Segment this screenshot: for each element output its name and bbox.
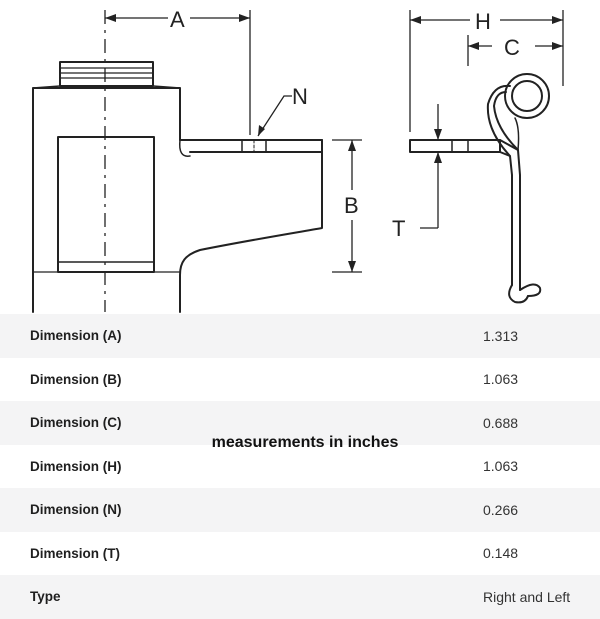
table-row: Dimension (A) 1.313: [0, 314, 600, 358]
row-label: Dimension (C): [30, 415, 122, 431]
dim-letter-n: N: [292, 84, 308, 109]
row-label: Dimension (A): [30, 328, 122, 344]
side-view: [409, 73, 550, 304]
row-value: 0.148: [483, 545, 519, 562]
table-row: Dimension (B) 1.063: [0, 358, 600, 402]
row-label: Dimension (B): [30, 371, 122, 387]
row-value: 1.063: [483, 371, 519, 388]
row-label: Type: [30, 589, 61, 605]
lug-top-cap: [59, 61, 154, 87]
lug-window: [57, 136, 155, 273]
dim-letter-a: A: [170, 7, 185, 32]
dim-letter-b: B: [344, 193, 359, 218]
row-value: Right and Left: [483, 588, 571, 605]
row-label: Dimension (T): [30, 545, 120, 561]
row-value: 0.266: [483, 501, 519, 518]
specification-table: Dimension (A) 1.313 Dimension (B) 1.063 …: [0, 314, 600, 619]
row-label: Dimension (H): [30, 458, 122, 474]
table-row: Type Right and Left: [0, 575, 600, 619]
table-row: Dimension (N) 0.266: [0, 488, 600, 532]
table-row: Dimension (H) 1.063: [0, 445, 600, 489]
row-value: 0.688: [483, 414, 519, 431]
lug-body-outline: [32, 87, 323, 313]
row-label: Dimension (N): [30, 502, 122, 518]
dim-letter-t: T: [392, 216, 405, 241]
dim-letter-h: H: [475, 9, 491, 34]
row-value: 1.063: [483, 458, 519, 475]
technical-drawing: A N B H C T: [32, 7, 564, 313]
bracket-diagram: A N B H C T: [32, 7, 564, 313]
dim-letter-c: C: [504, 35, 520, 60]
table-row: Dimension (T) 0.148: [0, 532, 600, 576]
table-row: Dimension (C) 0.688: [0, 401, 600, 445]
units-note: measurements in inches: [211, 434, 399, 451]
row-value: 1.313: [483, 327, 519, 344]
